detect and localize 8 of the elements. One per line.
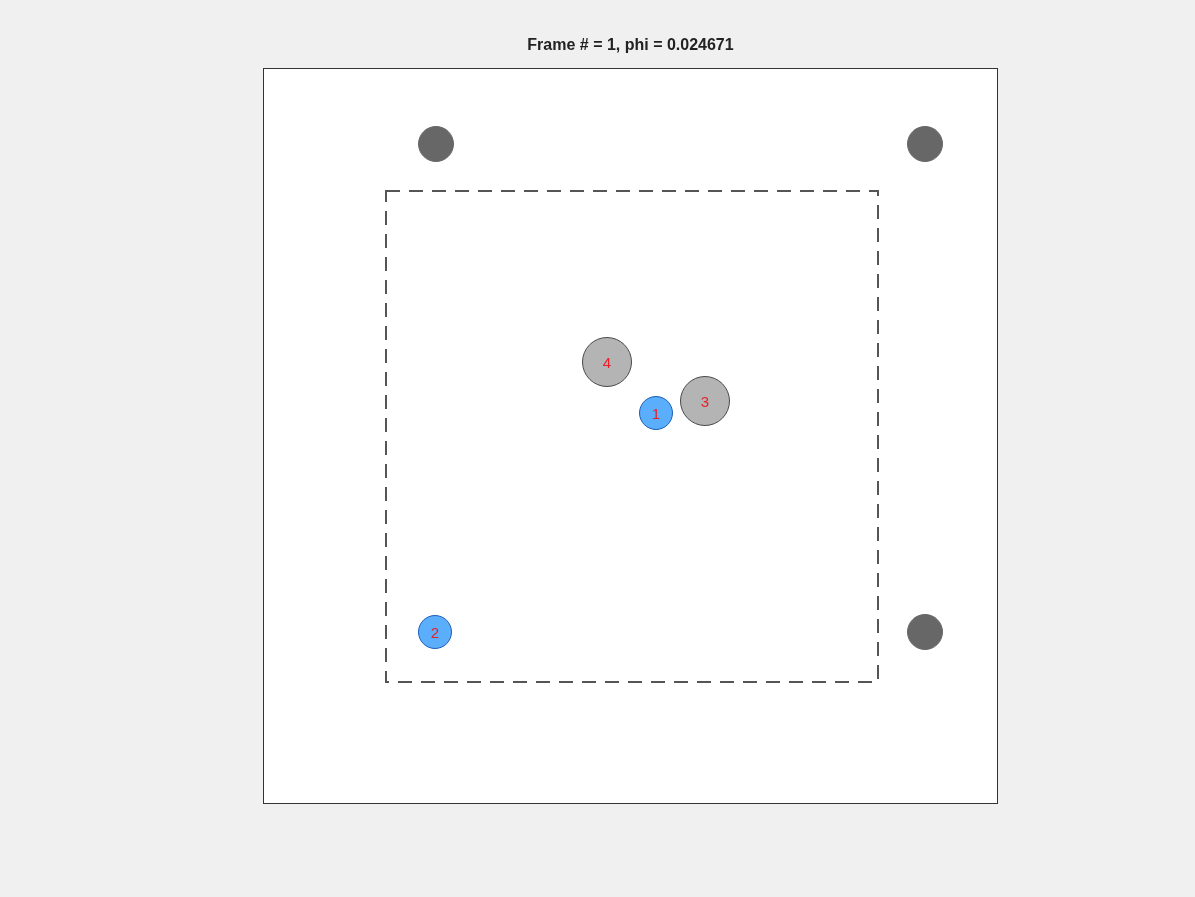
particle-circle: 2 [418, 615, 452, 649]
plot-title: Frame # = 1, phi = 0.024671 [526, 36, 735, 54]
particle-circle: 1 [639, 396, 673, 430]
fixed-disc [907, 126, 943, 162]
particle-circle: 3 [680, 376, 730, 426]
fixed-disc [418, 126, 454, 162]
fixed-disc [907, 614, 943, 650]
particle-circle: 4 [582, 337, 632, 387]
